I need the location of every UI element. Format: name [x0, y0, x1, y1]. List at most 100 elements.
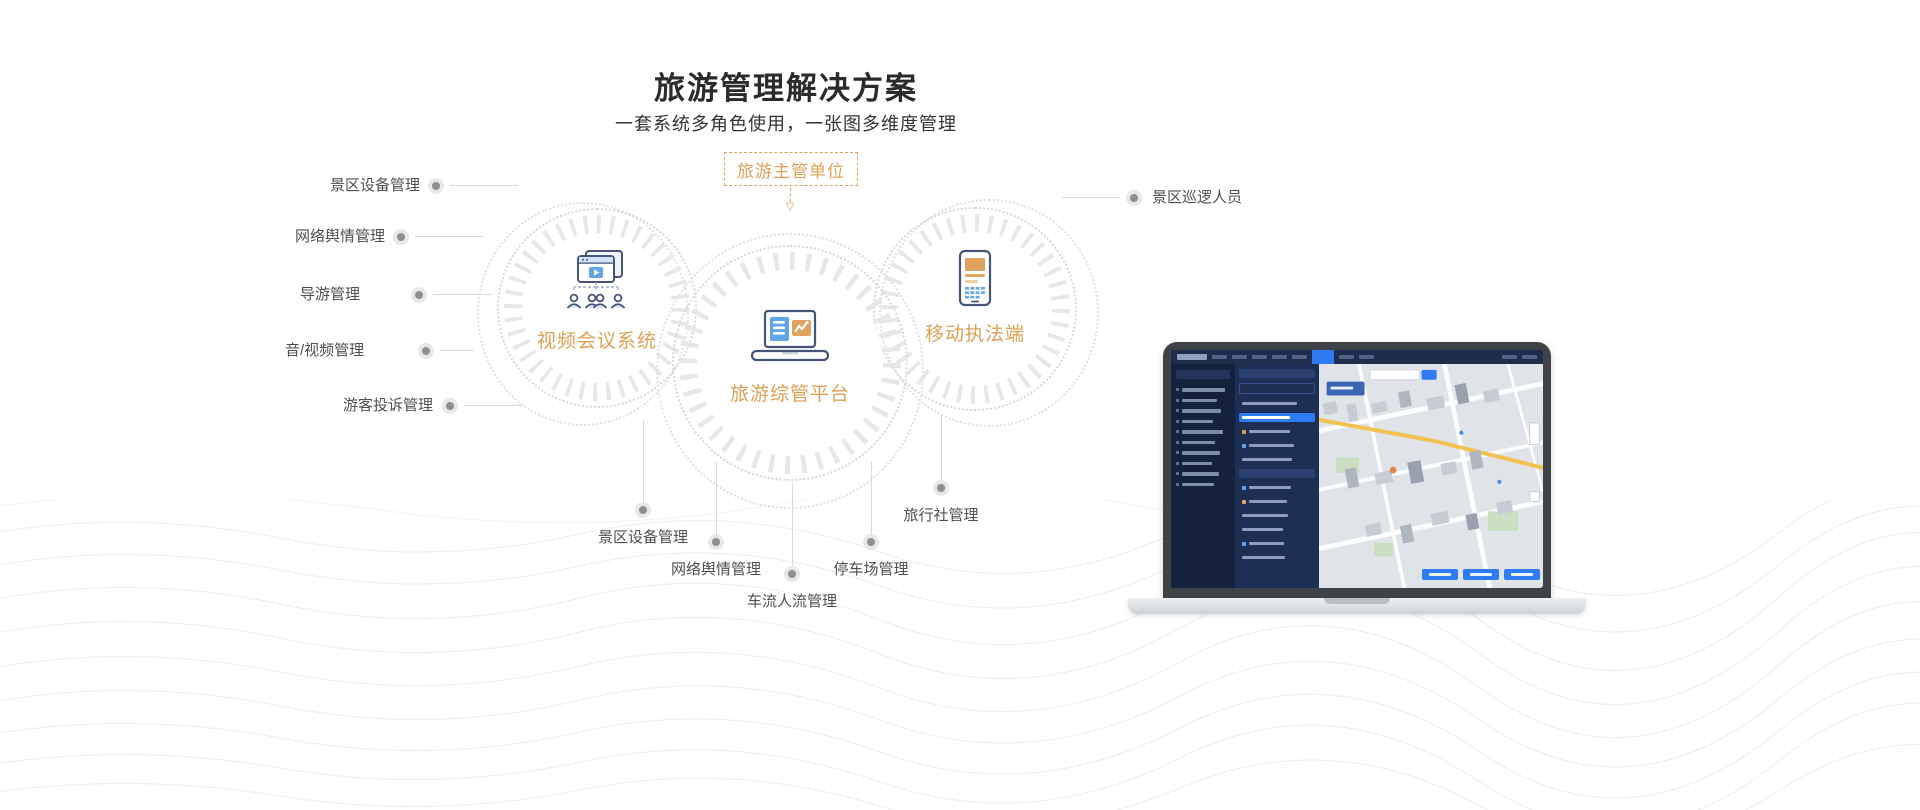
node-video-conference: 视频会议系统: [477, 202, 697, 426]
connector-dot: [446, 401, 455, 410]
connector-dot: [867, 538, 875, 546]
mini-nav-item: [1252, 355, 1267, 359]
connector-dot: [397, 232, 406, 241]
node-platform: 旅游综管平台: [656, 233, 924, 509]
connector-dot: [712, 538, 720, 546]
mini-panel-row: [1239, 483, 1315, 492]
right-label-row: 景区巡逻人员: [1062, 189, 1242, 206]
mini-menu-row: [1176, 440, 1230, 444]
mini-map-button: [1422, 569, 1459, 580]
left-label-row: 网络舆情管理: [295, 228, 484, 245]
connector-line: [1062, 197, 1120, 198]
connector-line: [643, 420, 644, 504]
mini-menu-row: [1176, 419, 1230, 423]
mini-nav-item: [1272, 355, 1287, 359]
mini-panel-row: [1239, 553, 1315, 562]
mini-3d-map: [1319, 364, 1543, 588]
mini-menu-row: [1176, 472, 1230, 476]
laptop-bezel: [1163, 342, 1551, 598]
connector-line: [464, 405, 523, 406]
page-title: 旅游管理解决方案: [654, 70, 918, 106]
left-label: 网络舆情管理: [295, 228, 386, 245]
connector-line: [433, 294, 494, 295]
mini-panel-row: [1239, 539, 1315, 548]
mini-sidebar-title: [1176, 370, 1230, 379]
connector-line: [440, 350, 475, 351]
node-inner-circle: [697, 270, 883, 456]
video-conference-icon: [566, 249, 626, 309]
left-label-row: 游客投诉管理: [343, 397, 523, 414]
mini-panel-row: [1239, 427, 1315, 436]
connector-line: [450, 185, 519, 186]
connector-line: [716, 462, 717, 536]
node-label-mobile: 移动执法端: [924, 323, 1025, 345]
connector-line: [871, 462, 872, 536]
mini-panel-header: [1239, 369, 1315, 378]
node-halo-ring: [656, 233, 924, 509]
mini-panel-row-active: [1239, 413, 1315, 422]
mini-map-button: [1463, 569, 1500, 580]
mini-panel-search: [1239, 383, 1315, 394]
mini-nav-item: [1292, 355, 1307, 359]
platform-laptop-icon: [750, 309, 830, 361]
mini-top-nav: [1171, 350, 1543, 364]
laptop-screen: [1171, 350, 1543, 588]
node-dotted-ring: [672, 245, 908, 481]
node-label-platform: 旅游综管平台: [729, 383, 850, 405]
connector-line: [792, 483, 793, 568]
connector-line: [941, 415, 942, 482]
mini-map-graphic: [1319, 364, 1543, 588]
arrow-down-icon: ▽: [785, 201, 795, 213]
mini-panel-header: [1239, 469, 1315, 478]
mini-nav-item: [1339, 355, 1354, 359]
connector-dot: [422, 346, 431, 355]
connector-line: [415, 236, 484, 237]
mini-menu-row: [1176, 430, 1230, 434]
authority-box: 旅游主管单位: [724, 152, 858, 186]
mini-nav-item: [1502, 355, 1517, 359]
bottom-label: 停车场管理: [833, 561, 909, 578]
mini-body: [1171, 364, 1543, 588]
topographic-waves-decoration: [0, 500, 1920, 810]
mini-panel-row: [1239, 497, 1315, 506]
authority-label: 旅游主管单位: [737, 161, 845, 181]
mini-sidebar: [1171, 364, 1235, 588]
mini-menu-row: [1176, 388, 1230, 392]
left-label: 景区设备管理: [330, 177, 421, 194]
connector-dot: [937, 484, 945, 492]
left-label-row: 导游管理: [300, 286, 494, 303]
connector-dot: [639, 506, 647, 514]
node-label-video: 视频会议系统: [536, 330, 657, 352]
mini-nav-item-active: [1312, 350, 1334, 364]
mini-logo: [1177, 354, 1207, 360]
bottom-label: 车流人流管理: [746, 593, 838, 610]
left-label: 游客投诉管理: [343, 397, 434, 414]
mini-panel-row: [1239, 511, 1315, 520]
mini-nav-item: [1232, 355, 1247, 359]
mini-panel-row: [1239, 455, 1315, 464]
mini-panel-row: [1239, 399, 1315, 408]
left-label-row: 景区设备管理: [330, 177, 519, 194]
mini-panel-row: [1239, 525, 1315, 534]
mini-panel-row: [1239, 441, 1315, 450]
bottom-label: 旅行社管理: [903, 507, 979, 524]
page-subtitle: 一套系统多角色使用，一张图多维度管理: [615, 114, 957, 134]
laptop-notch: [1324, 598, 1390, 604]
mini-menu-row: [1176, 482, 1230, 486]
mini-menu-row: [1176, 398, 1230, 402]
connector-dot: [432, 181, 441, 190]
mini-layer-panel: [1235, 364, 1319, 588]
mini-map-button: [1504, 569, 1541, 580]
connector-dot: [415, 290, 424, 299]
left-label: 导游管理: [300, 286, 361, 303]
left-label-row: 音/视频管理: [285, 342, 475, 359]
right-label: 景区巡逻人员: [1152, 189, 1243, 206]
left-label: 音/视频管理: [285, 342, 365, 359]
bottom-label: 景区设备管理: [597, 529, 689, 546]
connector-dot: [788, 570, 796, 578]
mini-nav-item: [1522, 355, 1537, 359]
bottom-label: 网络舆情管理: [670, 561, 762, 578]
laptop-base: [1128, 598, 1586, 614]
mini-menu-row: [1176, 409, 1230, 413]
